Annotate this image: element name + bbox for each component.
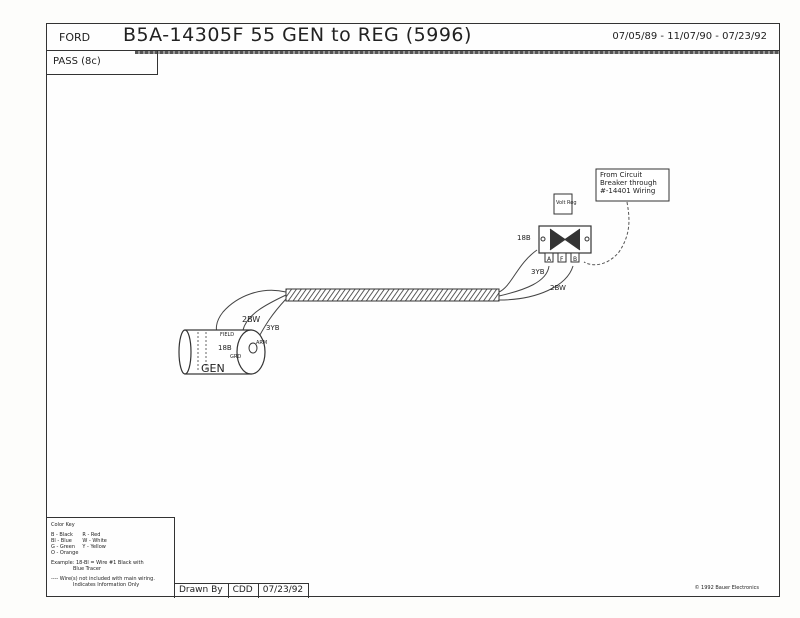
- source-note-line-2: Breaker through: [600, 179, 657, 187]
- reg-terminal-f: F: [560, 256, 564, 263]
- drawn-by-label: Drawn By: [175, 584, 229, 598]
- reg-wire-2bw: 2BW: [550, 284, 566, 292]
- legend-dashed-note-info: Indicates Information Only: [73, 582, 140, 588]
- reg-wire-3yb: 3YB: [531, 268, 545, 276]
- wiring-diagram: GEN FIELD ARM GRD 2BW 3YB 18B A F B: [178, 168, 670, 375]
- legend-code-yellow: Y - Yellow: [82, 544, 106, 550]
- legend-code-white: W - White: [82, 538, 107, 544]
- legend-code-black: B - Black: [51, 532, 73, 538]
- volt-reg-label: Volt Reg: [556, 200, 577, 206]
- legend-example: Example: 18-Bl = Wire #1 Black with: [51, 560, 144, 566]
- reg-wires: [498, 249, 574, 301]
- drawer-initials: CDD: [229, 584, 259, 598]
- gen-terminal-grd: GRD: [230, 354, 241, 360]
- legend-example-tracer: Blue Tracer: [73, 566, 101, 572]
- gen-terminal-arm: ARM: [256, 340, 267, 346]
- gen-wire-2bw: 2BW: [242, 315, 260, 324]
- title-underline: [135, 51, 779, 54]
- voltage-regulator: [538, 225, 592, 263]
- reg-wire-18b: 18B: [517, 234, 531, 242]
- legend-title: Color Key: [51, 522, 75, 528]
- section-label: PASS (8c): [47, 51, 158, 75]
- legend-code-blue: Bl - Blue: [51, 538, 72, 544]
- title-bar: FORD B5A-14305F 55 GEN to REG (5996) 07/…: [47, 24, 779, 54]
- legend-code-orange: O - Orange: [51, 550, 79, 556]
- make-label: FORD: [59, 31, 91, 44]
- title-block: Drawn By CDD 07/23/92: [175, 583, 310, 598]
- reg-terminal-a: A: [547, 256, 552, 263]
- part-title: B5A-14305F 55 GEN to REG (5996): [123, 24, 472, 46]
- volt-reg-tag: [553, 193, 573, 215]
- gen-wire-18b: 18B: [218, 344, 232, 352]
- wire-harness-loom: [285, 288, 500, 302]
- source-note-box: [595, 168, 670, 202]
- reg-terminal-b: B: [573, 256, 577, 263]
- legend-dashed-note: ---- Wire(s) not included with main wiri…: [51, 576, 155, 582]
- source-note-line-3: #-14401 Wiring: [600, 187, 655, 195]
- legend-code-red: R - Red: [82, 532, 101, 538]
- gen-terminal-field: FIELD: [220, 332, 234, 338]
- gen-wire-3yb: 3YB: [266, 324, 280, 332]
- color-key-legend: Color Key B - Black Bl - Blue G - Green …: [47, 517, 175, 598]
- drawing-sheet: FORD B5A-14305F 55 GEN to REG (5996) 07/…: [46, 23, 780, 598]
- source-note-line-1: From Circuit: [600, 171, 642, 179]
- legend-code-green: G - Green: [51, 544, 75, 550]
- generator: [178, 329, 266, 375]
- drawn-date: 07/23/92: [259, 584, 310, 598]
- copyright-notice: © 1992 Bauer Electronics: [694, 585, 759, 591]
- generator-label: GEN: [201, 362, 225, 375]
- dashed-feed-wire: [583, 201, 630, 266]
- date-range: 07/05/89 - 11/07/90 - 07/23/92: [612, 31, 767, 42]
